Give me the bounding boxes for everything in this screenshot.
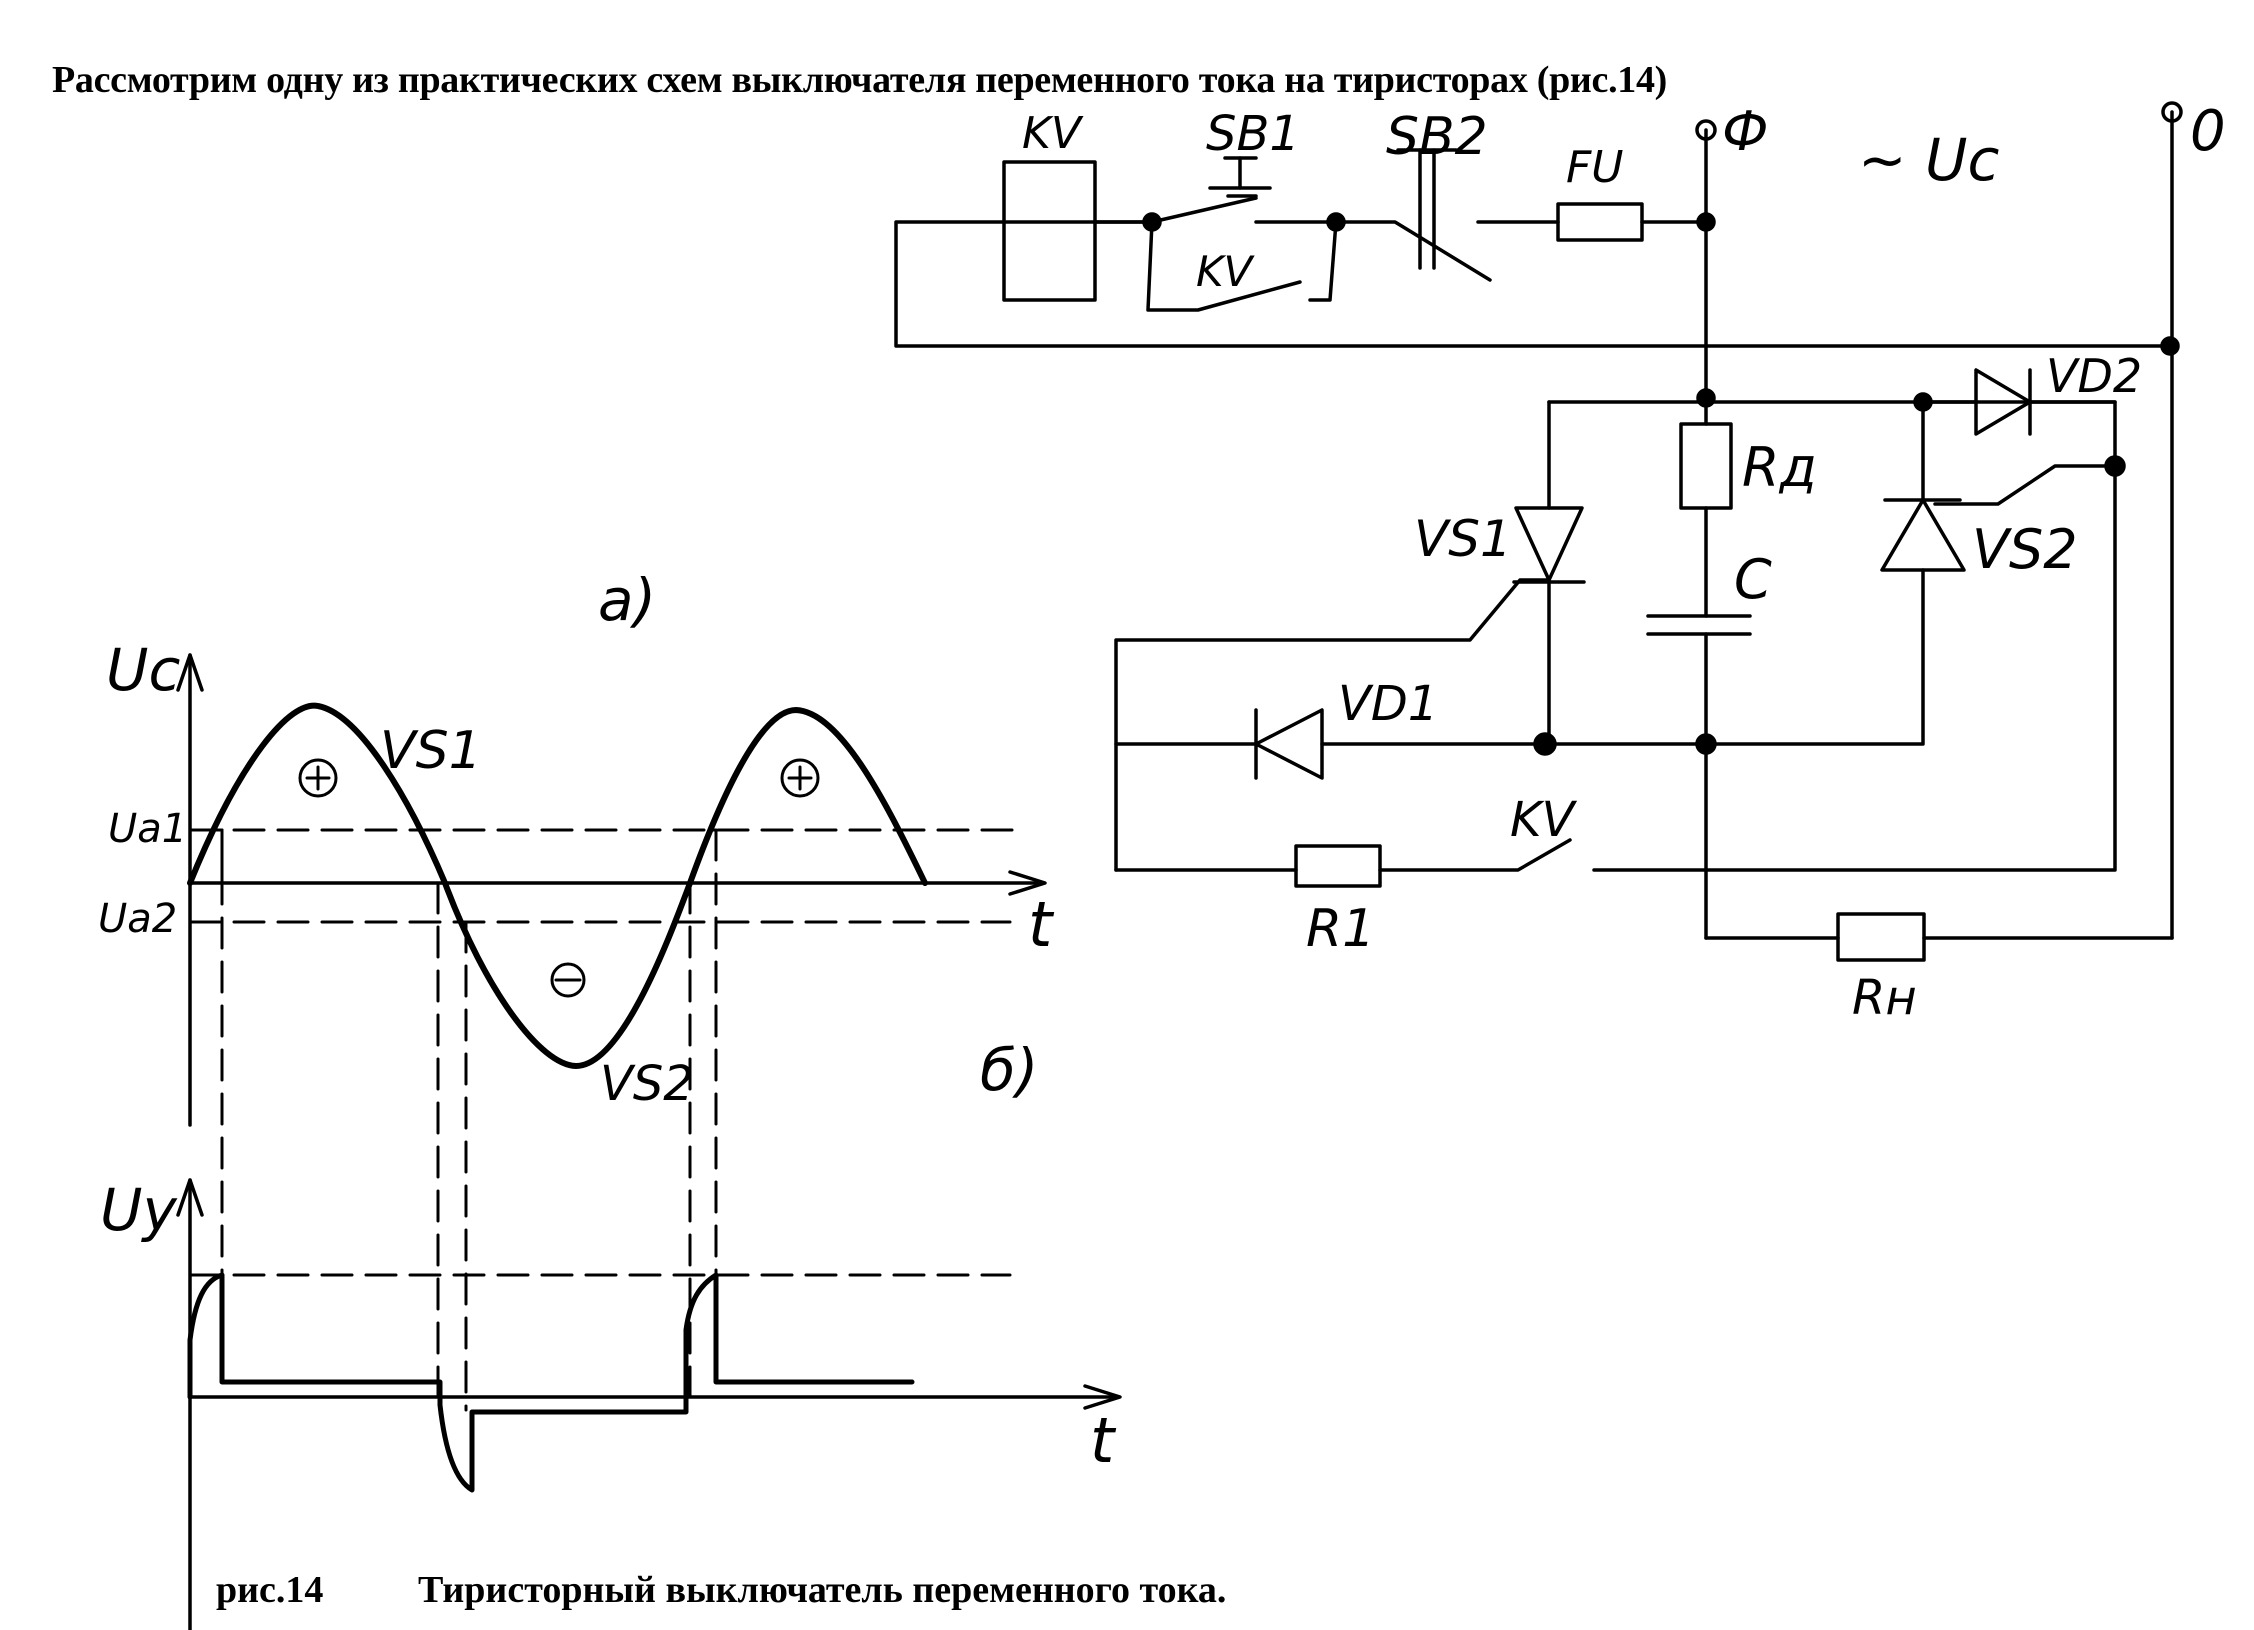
label-b: б) bbox=[980, 1036, 1038, 1104]
thyristor-vs1-body bbox=[1514, 506, 1584, 582]
vs1-firing-mark bbox=[188, 828, 224, 885]
label-t1: t bbox=[1028, 888, 1055, 961]
label-t2: t bbox=[1090, 1404, 1117, 1477]
vs1-firing-mark-2 bbox=[688, 828, 718, 885]
t-axis-1-arrow bbox=[1008, 870, 1047, 896]
kv-holding-contact bbox=[1146, 220, 1302, 312]
vs2-gate-wire bbox=[1933, 464, 2117, 506]
fuse-fu bbox=[1556, 202, 1644, 242]
label-neutral: 0 bbox=[2190, 99, 2226, 164]
uc-sine-wave bbox=[187, 702, 928, 1069]
caption-number: рис.14 bbox=[216, 1569, 324, 1611]
label-ua1: Ua1 bbox=[108, 806, 187, 852]
label-rd: Rд bbox=[1742, 436, 1817, 499]
graph-labels: а) б) Uc Uу t t Ua1 Ua2 VS1 VS2 bbox=[98, 566, 1117, 1477]
label-a: а) bbox=[598, 566, 656, 634]
uy-pulse-trace bbox=[187, 1272, 915, 1493]
label-vd2: VD2 bbox=[2046, 349, 2142, 403]
uy-axis-arrow bbox=[176, 1178, 204, 1217]
resistor-r1 bbox=[1294, 844, 1382, 888]
label-kv-holding: KV bbox=[1196, 247, 1256, 296]
label-uc: Uc bbox=[106, 636, 180, 704]
label-cap: C bbox=[1734, 548, 1772, 611]
vs2-gate-return bbox=[1592, 464, 2117, 872]
relay-coil-kv bbox=[1002, 160, 1097, 302]
diode-vd1-body bbox=[1254, 708, 1324, 780]
diode-vd2-body bbox=[1974, 368, 2032, 436]
t-axis-2-arrow bbox=[1083, 1384, 1122, 1410]
label-kv-power: KV bbox=[1510, 792, 1577, 848]
label-graph-vs1: VS1 bbox=[380, 721, 482, 781]
vs1-gate-wire bbox=[1114, 578, 1551, 872]
kv-power-contact bbox=[1378, 838, 1572, 872]
label-graph-vs2: VS2 bbox=[600, 1056, 694, 1112]
control-line bbox=[894, 148, 2172, 348]
label-supply: ~ Uс bbox=[1858, 126, 1999, 194]
sb1-contact bbox=[1150, 196, 1258, 224]
wire-vs2-bottom bbox=[1704, 568, 1925, 746]
plus-sign-1 bbox=[298, 758, 338, 798]
sb2-contact bbox=[1334, 220, 1492, 282]
label-uy: Uу bbox=[100, 1176, 177, 1244]
resistor-rn bbox=[1836, 912, 1926, 962]
kv-holding-return bbox=[1308, 220, 1338, 302]
plus-sign-2 bbox=[780, 758, 820, 798]
phase-terminal bbox=[1695, 119, 1717, 141]
resistor-rd bbox=[1679, 422, 1733, 510]
label-vs1: VS1 bbox=[1414, 510, 1512, 568]
label-ua2: Ua2 bbox=[98, 896, 177, 942]
label-sb1: SB1 bbox=[1206, 106, 1300, 162]
label-fu: FU bbox=[1566, 142, 1624, 193]
label-vs2: VS2 bbox=[1972, 518, 2078, 581]
label-sb2: SB2 bbox=[1386, 107, 1488, 167]
thyristor-vs2-body bbox=[1880, 498, 1966, 572]
label-vd1: VD1 bbox=[1338, 676, 1438, 732]
power-section bbox=[1114, 368, 2174, 962]
label-relay-kv: KV bbox=[1022, 108, 1084, 159]
neutral-terminal bbox=[2161, 101, 2183, 123]
timing-graphs: а) б) Uc Uу t t Ua1 Ua2 VS1 VS2 bbox=[98, 566, 1122, 1630]
label-phase: Ф bbox=[1722, 100, 1769, 163]
uc-axis-arrow bbox=[176, 653, 204, 692]
circuit-diagram: KV SB1 SB2 FU Ф ~ Uс 0 KV Rд C VS1 VS2 V… bbox=[894, 99, 2226, 1026]
node-neutral-control bbox=[2160, 336, 2180, 356]
heading-text: Рассмотрим одну из практических схем вык… bbox=[52, 59, 1668, 101]
label-rn: Rн bbox=[1852, 970, 1917, 1026]
dashed-guides bbox=[188, 828, 1022, 1412]
control-loop-wire bbox=[894, 220, 2172, 348]
circuit-labels: KV SB1 SB2 FU Ф ~ Uс 0 KV Rд C VS1 VS2 V… bbox=[1022, 99, 2226, 1026]
caption-text: Тиристорный выключатель переменного тока… bbox=[418, 1569, 1227, 1611]
label-r1: R1 bbox=[1306, 899, 1375, 959]
minus-sign bbox=[550, 962, 586, 998]
